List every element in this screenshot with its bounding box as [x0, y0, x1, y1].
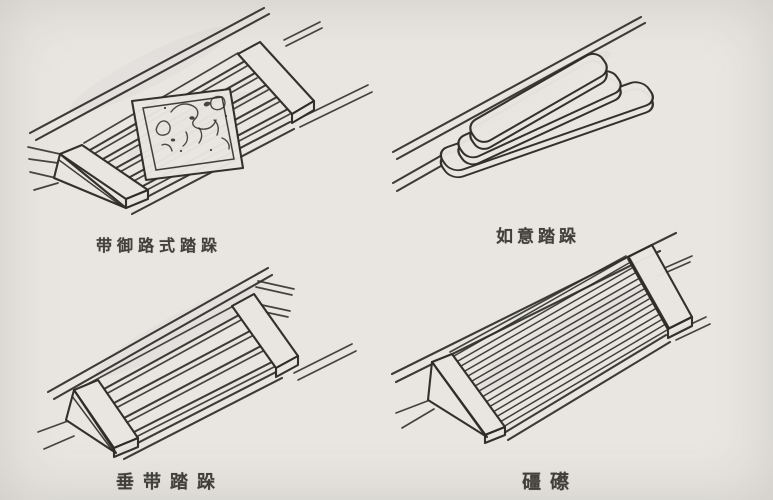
- caption-imperial-path-steps: 带御路式踏跺: [96, 236, 223, 255]
- platform-edge-lines: [391, 15, 647, 161]
- platform-edge-lines: [46, 266, 274, 401]
- figure-imperial-path-steps: [27, 6, 373, 216]
- caption-chuidai-steps: 垂带踏跺: [116, 472, 224, 493]
- figure-chuidai-steps: [37, 266, 357, 461]
- figure-ruyi-steps: [391, 15, 654, 193]
- dragon-carving-scribbles: [155, 95, 230, 153]
- right-side-band: [236, 40, 316, 125]
- ground-lines: [118, 343, 357, 461]
- right-side-band: [626, 243, 694, 340]
- figure-jiangca-ramp: [390, 231, 711, 445]
- step-treads: [102, 313, 275, 438]
- platform-edge-lines: [27, 6, 271, 164]
- caption-jiangca-ramp: 礓礤: [522, 471, 579, 493]
- ridge-lines: [453, 257, 668, 428]
- left-side-band: [37, 378, 140, 459]
- platform-continuation-right: [283, 21, 323, 47]
- left-side-band: [29, 143, 150, 210]
- left-side-band: [395, 352, 507, 445]
- right-side-band: [230, 292, 300, 379]
- slab-top: [469, 52, 608, 150]
- carved-panel: [130, 87, 245, 182]
- caption-ruyi-steps: 如意踏跺: [496, 227, 580, 247]
